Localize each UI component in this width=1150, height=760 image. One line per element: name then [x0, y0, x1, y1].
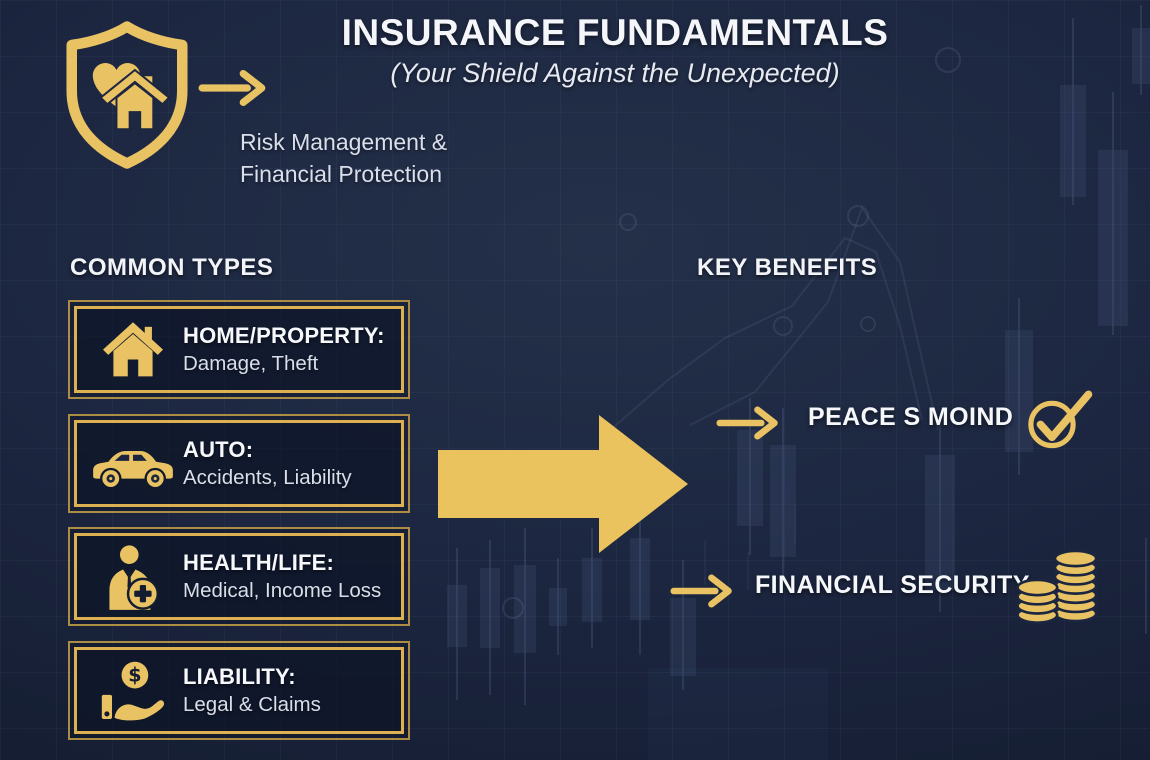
car-icon: [93, 450, 173, 487]
common-types-heading: COMMON TYPES: [70, 254, 274, 281]
tagline-line-1: Risk Management &: [240, 129, 448, 155]
type-detail: Damage, Theft: [183, 352, 319, 375]
benefit-label-peace: PEACE S MOIND: [808, 403, 1014, 431]
hand-coin-icon: $: [101, 661, 165, 720]
benefit-label-financial: FINANCIAL SECURITY: [755, 571, 1030, 599]
house-icon: [102, 321, 164, 376]
health-person-icon: [109, 544, 160, 610]
type-label: LIABILITY:: [183, 664, 296, 689]
benefit-arrow-icon: [716, 406, 778, 440]
type-detail: Accidents, Liability: [183, 466, 352, 489]
type-label: HEALTH/LIFE:: [183, 550, 335, 575]
check-circle-icon: [1028, 390, 1093, 449]
benefit-arrow-icon: [670, 574, 732, 608]
shield-heart-home-icon: [66, 21, 188, 169]
type-label: HOME/PROPERTY:: [183, 323, 385, 348]
svg-text:$: $: [128, 663, 141, 686]
page-title: INSURANCE FUNDAMENTALS: [341, 12, 889, 53]
tagline-line-2: Financial Protection: [240, 160, 442, 187]
type-label: AUTO:: [183, 437, 254, 462]
key-benefits-heading: KEY BENEFITS: [697, 254, 878, 281]
header-arrow-icon: [198, 70, 266, 106]
big-right-arrow-icon: [438, 415, 688, 553]
type-card-health-life: HEALTH/LIFE: Medical, Income Loss: [68, 527, 410, 626]
coins-icon: [1016, 549, 1098, 624]
header-tagline: Risk Management & Financial Protection: [240, 127, 540, 190]
type-card-auto: AUTO: Accidents, Liability: [68, 414, 410, 513]
type-detail: Medical, Income Loss: [183, 579, 382, 602]
type-card-liability: $ LIABILITY: Legal & Claims: [68, 641, 410, 740]
type-card-home-property: HOME/PROPERTY: Damage, Theft: [68, 300, 410, 399]
type-detail: Legal & Claims: [183, 693, 321, 716]
page-subtitle: (Your Shield Against the Unexpected): [390, 58, 840, 88]
